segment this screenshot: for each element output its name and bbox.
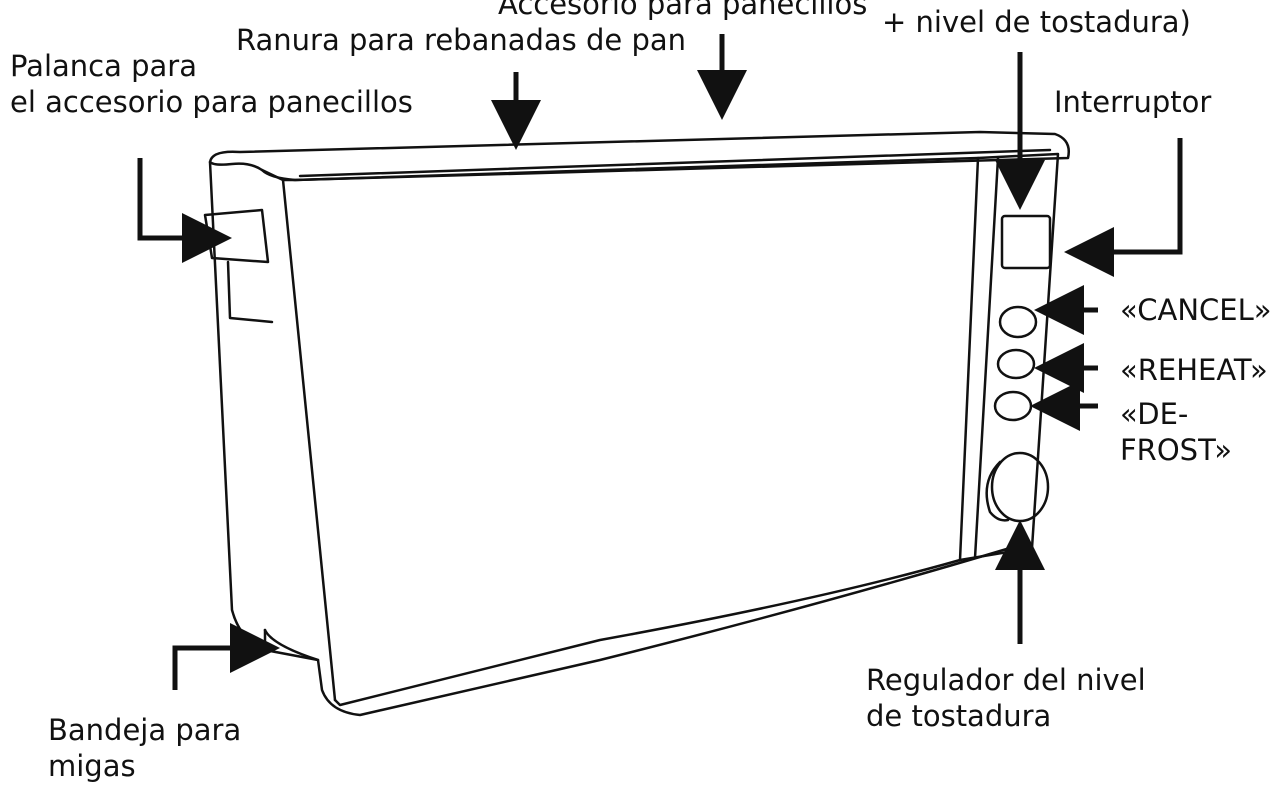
label-reheat: «REHEAT» (1120, 352, 1268, 388)
label-line: Bandeja para (48, 713, 242, 747)
label-line: Ranura para rebanadas de pan (236, 23, 687, 57)
label-line: Interruptor (1054, 85, 1212, 119)
label-line: «REHEAT» (1120, 353, 1268, 387)
reheat-button-shape (996, 348, 1036, 380)
callout-arrows (137, 34, 1183, 690)
knob-side (985, 460, 1010, 522)
arrow-bandeja (172, 623, 280, 690)
label-defrost: «DE- FROST» (1120, 396, 1232, 468)
label-bandeja-migas: Bandeja para migas (48, 712, 241, 784)
label-ranura-rebanadas: Ranura para rebanadas de pan (236, 22, 686, 58)
toaster-left-side (208, 160, 267, 652)
display-screen (1000, 214, 1052, 270)
label-line: «CANCEL» (1120, 293, 1272, 327)
label-line: Palanca para (10, 49, 197, 83)
toaster-top (208, 130, 1070, 182)
arrow-palanca (137, 158, 232, 263)
label-line: el accesorio para panecillos (10, 85, 413, 119)
label-line: de tostadura (866, 699, 1052, 733)
label-line: Regulador del nivel (866, 663, 1146, 697)
label-line: Accesorio para panecillos (498, 0, 868, 21)
label-cancel: «CANCEL» (1120, 292, 1272, 328)
label-interruptor: Interruptor (1054, 84, 1211, 120)
toaster-front (281, 156, 980, 707)
label-palanca: Palanca para el accesorio para panecillo… (10, 48, 413, 120)
toaster-left-inner (260, 168, 337, 702)
control-panel-edge (973, 156, 1000, 560)
label-line: migas (48, 749, 136, 783)
label-display-nivel: + nivel de tostadura) (882, 4, 1191, 40)
toaster-outline (203, 130, 1070, 717)
label-line: FROST» (1120, 433, 1232, 467)
label-line: «DE- (1120, 397, 1189, 431)
lever-slot (226, 260, 274, 324)
bread-slot (298, 148, 1052, 178)
arrow-interruptor (1064, 138, 1183, 277)
label-line: + nivel de tostadura) (882, 5, 1191, 39)
cancel-button-shape (998, 305, 1038, 339)
defrost-button-shape (993, 390, 1033, 422)
label-accesorio-panecillos: Accesorio para panecillos (498, 0, 867, 22)
label-regulador: Regulador del nivel de tostadura (866, 662, 1146, 734)
